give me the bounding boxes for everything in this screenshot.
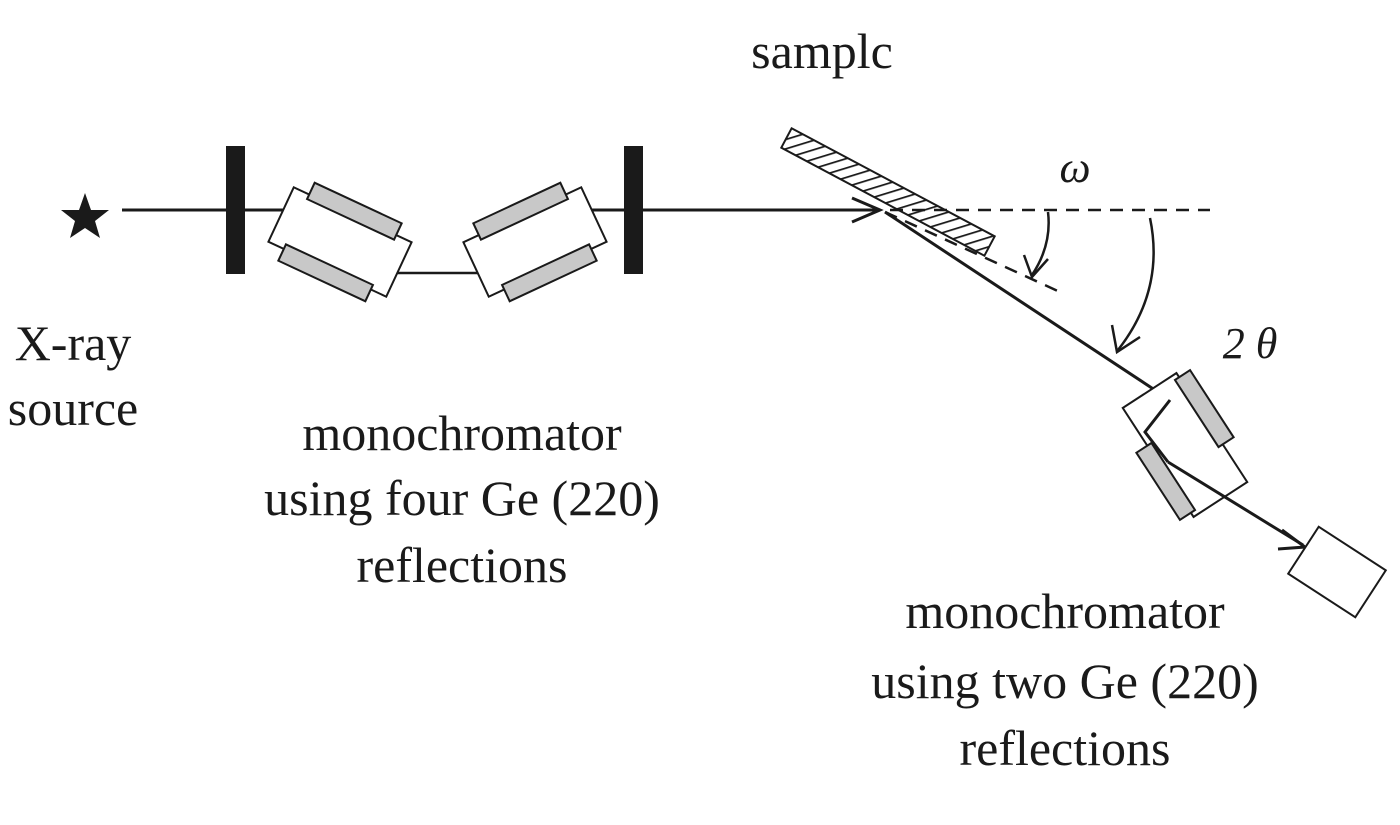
beam-inside-mono2	[1143, 399, 1172, 463]
detector-box	[1286, 525, 1388, 619]
slit-2	[624, 146, 643, 274]
two-theta-angle-arc	[1117, 217, 1155, 351]
mono4-label-line2: using four Ge (220)	[264, 470, 660, 526]
omega-label: ω	[1059, 143, 1090, 192]
mono2-label-line2: using two Ge (220)	[871, 653, 1258, 709]
mono2-label-line1: monochromator	[905, 583, 1225, 639]
beam-arrowhead-sample	[851, 196, 884, 224]
omega-angle-arc	[1030, 211, 1050, 276]
beam-to-detector	[1167, 460, 1304, 547]
xray-source-label-line2: source	[8, 380, 139, 436]
slit-1	[226, 146, 245, 274]
mono4-label-line1: monochromator	[302, 405, 622, 461]
mono4-crystal-pair-2	[462, 181, 608, 303]
two-theta-arrowhead	[1110, 324, 1141, 355]
omega-arrowhead	[1022, 254, 1049, 280]
mono2-label-line3: reflections	[959, 720, 1170, 776]
beam-diffracted	[884, 210, 1171, 402]
sample-label: samplc	[751, 23, 893, 79]
xray-source-label-line1: X-ray	[15, 315, 132, 371]
sample-crystal	[779, 126, 997, 258]
reference-line-sample-surface	[884, 210, 1061, 294]
mono2-crystal-pair	[1121, 368, 1249, 522]
mono4-label-line3: reflections	[356, 537, 567, 593]
mono4-crystal-pair-1	[267, 181, 413, 303]
two-theta-label: 2 θ	[1223, 319, 1278, 368]
star-icon	[61, 193, 109, 238]
